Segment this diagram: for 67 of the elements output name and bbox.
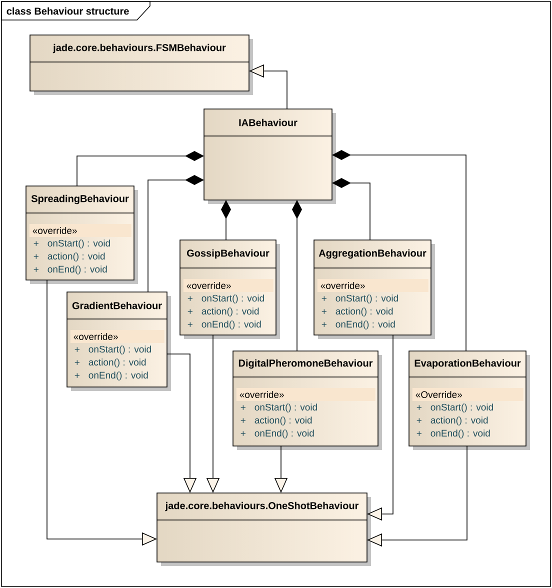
operation-text: onEnd() : void: [430, 430, 490, 438]
class-box: [66, 292, 171, 391]
visibility-marker: +: [188, 322, 192, 327]
operation-text: onStart() : void: [336, 294, 398, 304]
operation-text: onStart() : void: [430, 404, 493, 412]
visibility-marker: +: [240, 405, 246, 410]
visibility-marker: +: [74, 360, 80, 365]
stereotype-label: «override»: [29, 224, 132, 237]
operation-text: action() : void: [430, 416, 488, 426]
operation-text: onStart() : void: [88, 346, 151, 354]
class-box: [232, 350, 382, 450]
operation-text: onStart() : void: [48, 240, 110, 248]
class-name: jade.core.behaviours.FSMBehaviour: [52, 44, 226, 54]
composition-line: [76, 151, 204, 186]
composition-line: [292, 200, 302, 352]
class-box: [408, 350, 530, 450]
stereotype-label: «override»: [70, 330, 164, 343]
class-box: [314, 240, 435, 339]
visibility-marker: +: [416, 405, 422, 410]
visibility-marker: +: [416, 418, 422, 423]
visibility-marker: +: [188, 296, 192, 301]
class-name: GossipBehaviour: [187, 249, 270, 259]
class-name: SpreadingBehaviour: [31, 194, 129, 204]
class-box: [204, 108, 336, 204]
operation-text: onStart() : void: [202, 294, 264, 304]
class-name: jade.core.behaviours.OneShotBehaviour: [165, 502, 359, 512]
class-box: [156, 492, 371, 566]
stereotype-label: «override»: [236, 388, 376, 401]
class-name: IABehaviour: [239, 118, 298, 126]
operation-text: onStart() : void: [254, 404, 317, 412]
frame-title: class Behaviour structure: [1, 1, 150, 20]
visibility-marker: +: [322, 309, 326, 314]
visibility-marker: +: [240, 431, 246, 436]
operation-text: onEnd() : void: [88, 372, 148, 380]
composition-line: [332, 178, 370, 240]
operation-text: action() : void: [48, 252, 105, 262]
composition-line: [148, 175, 204, 292]
visibility-marker: +: [416, 431, 422, 436]
visibility-marker: +: [188, 309, 192, 314]
visibility-marker: +: [74, 347, 80, 352]
visibility-marker: +: [322, 322, 326, 327]
visibility-marker: +: [240, 418, 246, 423]
class-name: EvaporationBehaviour: [414, 359, 521, 369]
composition-line: [332, 150, 466, 352]
operation-text: onEnd() : void: [48, 266, 107, 274]
operation-text: onEnd() : void: [336, 320, 395, 330]
operation-text: onEnd() : void: [254, 430, 314, 438]
operation-text: action() : void: [88, 358, 146, 368]
stereotype-label: «override»: [183, 279, 274, 292]
visibility-marker: +: [34, 267, 38, 272]
class-name: AggregationBehaviour: [318, 249, 426, 259]
operation-text: action() : void: [336, 308, 393, 316]
class-box: [30, 34, 253, 95]
visibility-marker: +: [34, 254, 38, 259]
operation-text: onEnd() : void: [202, 320, 261, 330]
visibility-marker: +: [34, 241, 38, 246]
stereotype-label: «override»: [317, 279, 428, 292]
operation-text: action() : void: [254, 416, 312, 426]
stereotype-label: «Override»: [412, 388, 524, 401]
visibility-marker: +: [322, 296, 326, 301]
operation-text: action() : void: [202, 308, 259, 316]
class-box: [180, 240, 280, 339]
visibility-marker: +: [74, 373, 80, 378]
class-box: [26, 186, 138, 284]
composition-line: [221, 200, 231, 240]
class-name: GradientBehaviour: [72, 302, 162, 310]
class-name: DigitalPheromoneBehaviour: [238, 359, 373, 369]
